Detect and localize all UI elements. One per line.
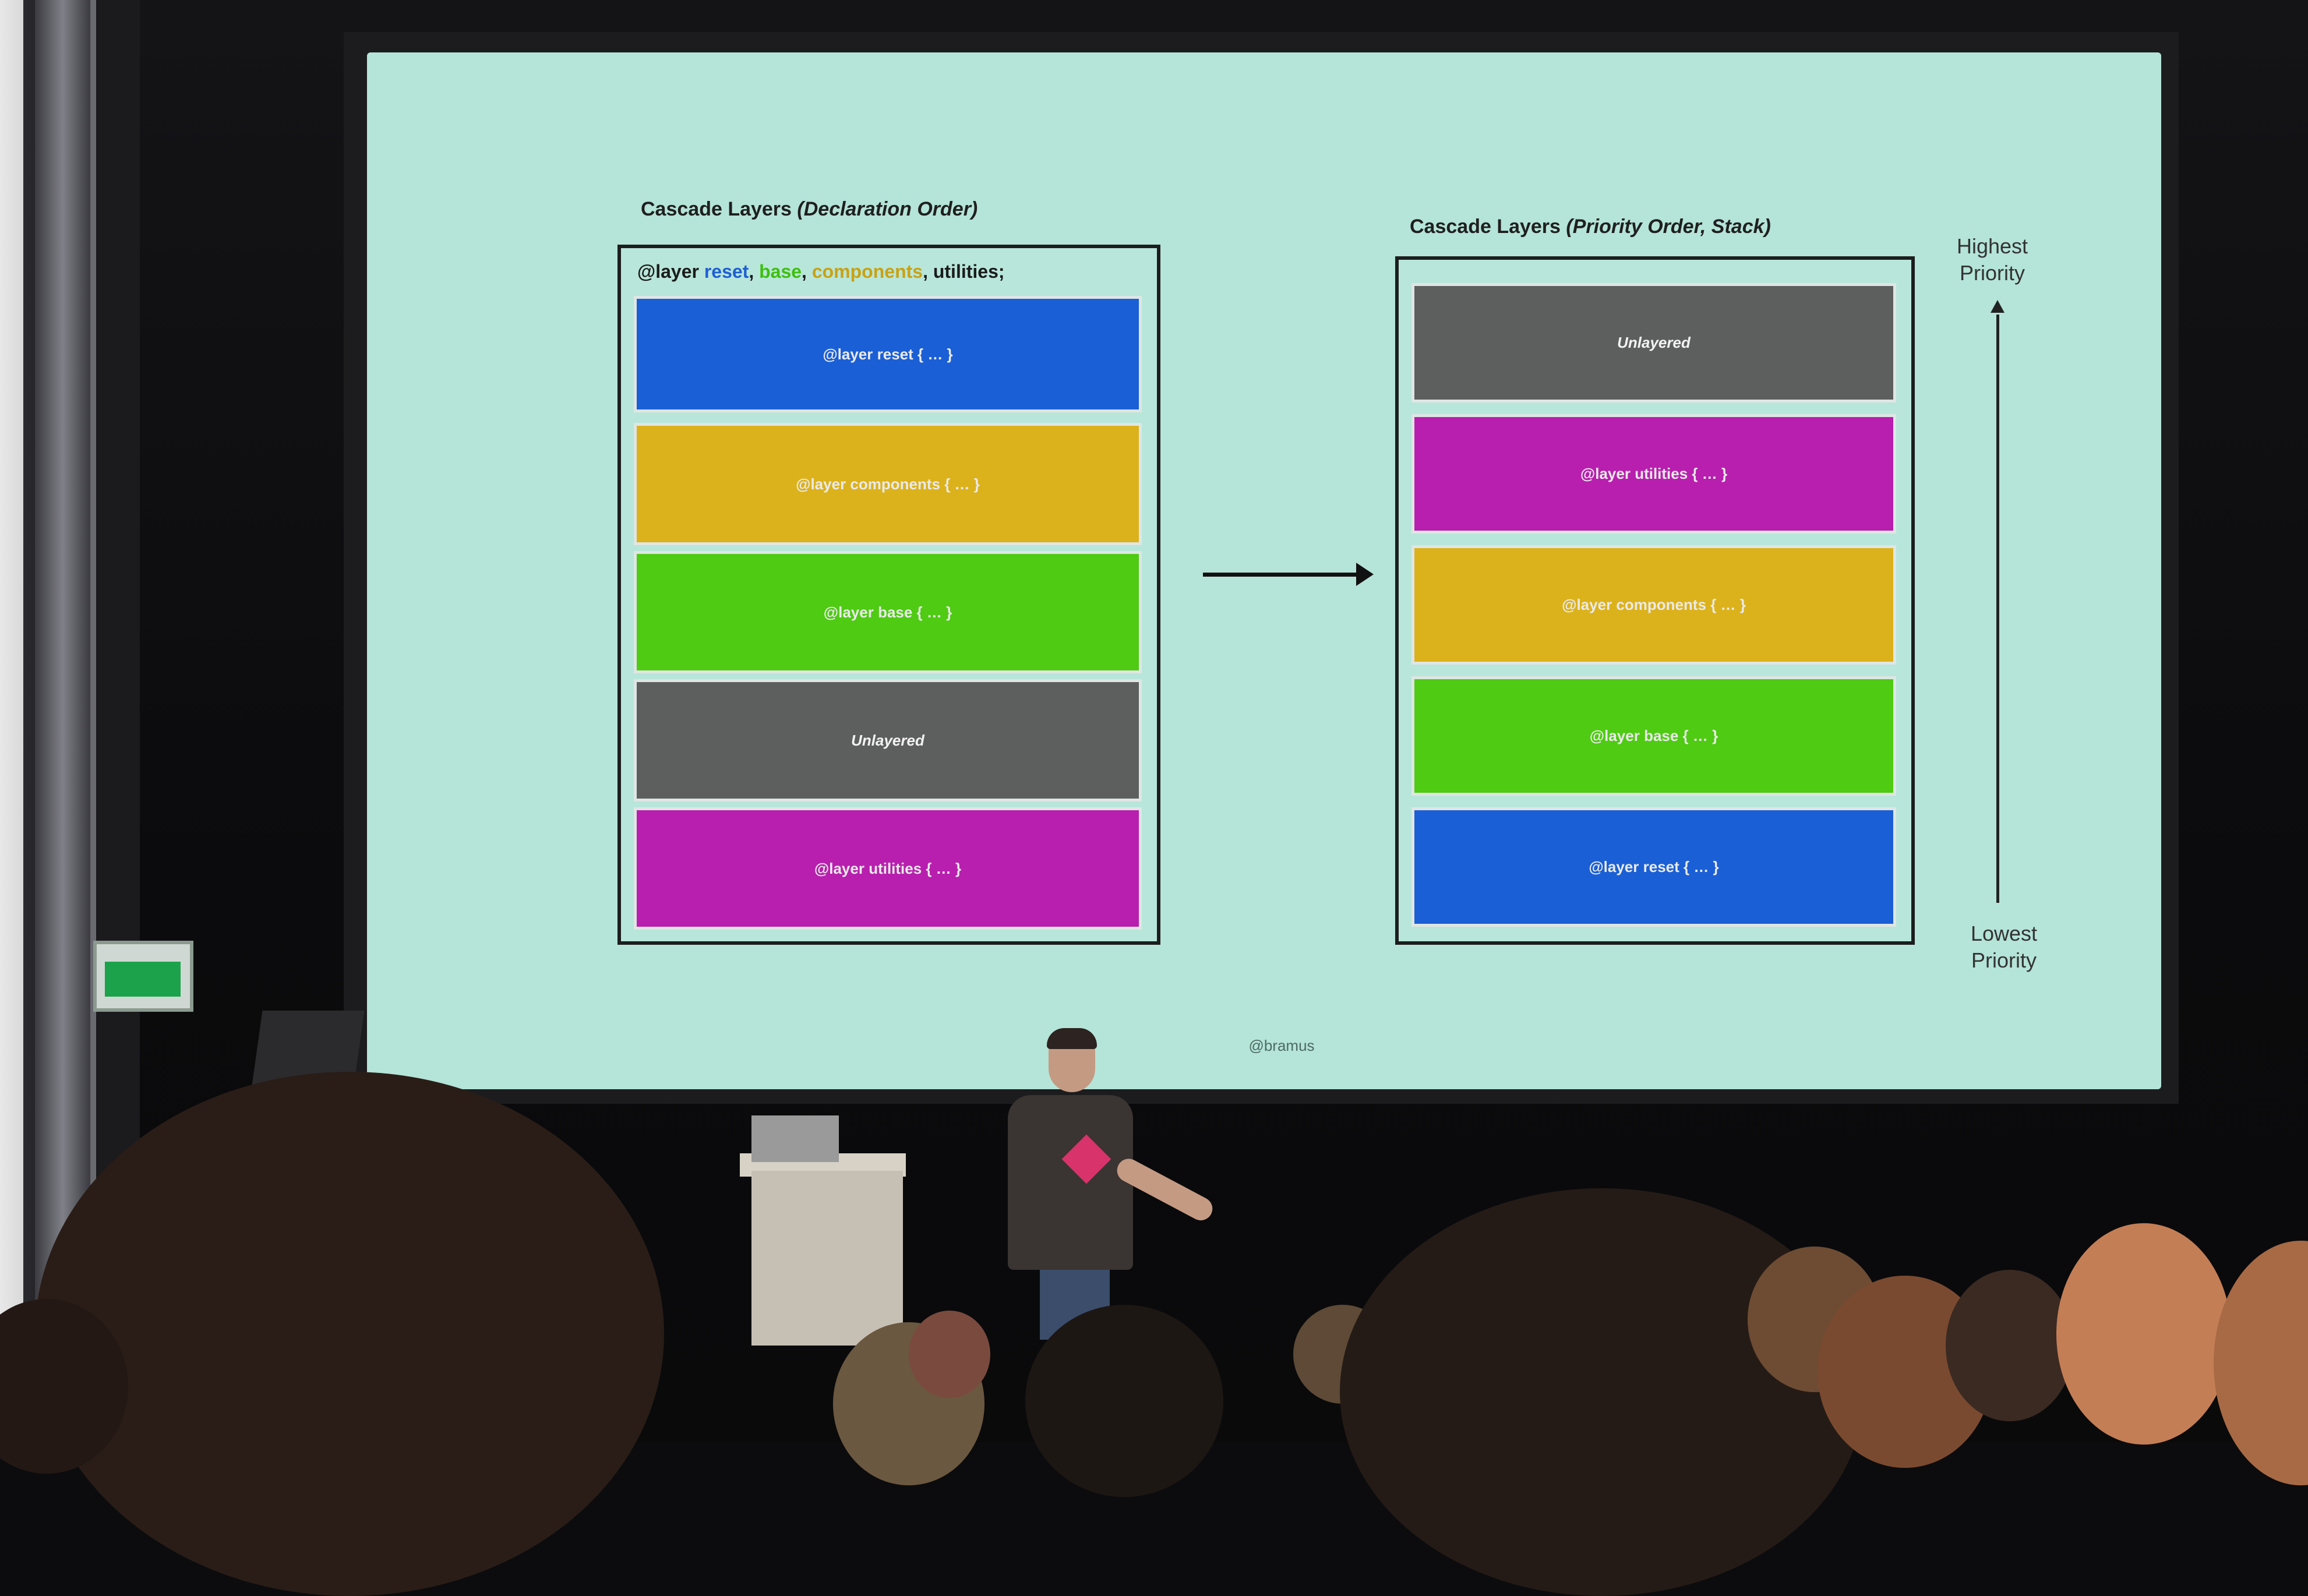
audience-head [35, 1072, 664, 1596]
lectern [751, 1171, 903, 1346]
left-layer-base: @layer base { … } [634, 551, 1142, 673]
audience-head [1025, 1305, 1223, 1497]
left-title-sub: (Declaration Order) [797, 198, 978, 220]
audience-head [1340, 1188, 1864, 1596]
exit-sign-icon [93, 941, 193, 1012]
left-panel-box: @layer reset, base, components, utilitie… [617, 245, 1160, 945]
right-title-sub: (Priority Order, Stack) [1566, 216, 1771, 238]
layer-declaration-code: @layer reset, base, components, utilitie… [637, 261, 1005, 282]
right-layer-reset: @layer reset { … } [1411, 807, 1896, 927]
up-arrow-icon [1991, 300, 2004, 313]
right-title-main: Cascade Layers [1410, 216, 1561, 238]
right-layer-base: @layer base { … } [1411, 676, 1896, 796]
priority-axis-line [1996, 315, 1999, 903]
right-layer-unlayered: Unlayered [1411, 283, 1896, 402]
presenter-body [1008, 1095, 1133, 1270]
left-layer-utilities: @layer utilities { … } [634, 807, 1142, 930]
right-layer-utilities: @layer utilities { … } [1411, 414, 1896, 534]
right-panel-title: Cascade Layers (Priority Order, Stack) [1410, 216, 1771, 238]
left-layer-unlayered: Unlayered [634, 679, 1142, 801]
right-panel-box: Unlayered @layer utilities { … } @layer … [1395, 256, 1915, 945]
highest-priority-label: Highest Priority [1956, 234, 2028, 285]
left-layer-reset: @layer reset { … } [634, 296, 1142, 412]
speaker-handle: @bramus [1248, 1037, 1315, 1054]
lowest-priority-label: Lowest Priority [1970, 921, 2038, 972]
audience-head [2056, 1223, 2231, 1445]
laptop [751, 1115, 839, 1162]
left-layer-components: @layer components { … } [634, 423, 1142, 545]
transform-arrow-shaft [1203, 573, 1360, 577]
left-panel-title: Cascade Layers (Declaration Order) [641, 198, 977, 221]
right-arrow-icon [1356, 563, 1374, 586]
presenter-hair [1047, 1028, 1097, 1049]
audience-head [909, 1311, 990, 1398]
left-title-main: Cascade Layers [641, 198, 792, 220]
projected-slide: Cascade Layers (Declaration Order) @laye… [367, 52, 2161, 1089]
audience-head [1946, 1270, 2074, 1421]
right-layer-components: @layer components { … } [1411, 545, 1896, 665]
